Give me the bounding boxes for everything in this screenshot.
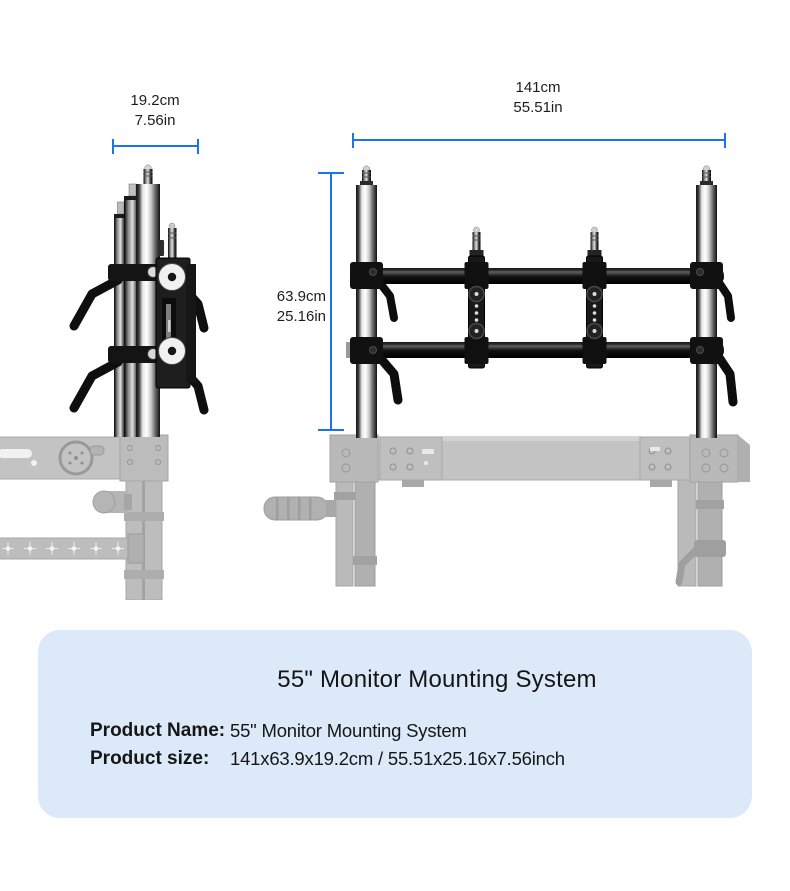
dimension-tick xyxy=(724,132,726,148)
product-info-card: 55" Monitor Mounting System Product Name… xyxy=(38,630,752,818)
product-name-label: Product Name: xyxy=(90,720,226,741)
rail-marker-dots xyxy=(5,546,121,551)
crossbars xyxy=(352,268,724,358)
front-view-illustration xyxy=(263,165,750,587)
depth-metric: 19.2cm xyxy=(130,92,180,109)
height-dimension-line xyxy=(318,172,344,431)
dimension-tick xyxy=(318,172,344,174)
ghost-cart-front xyxy=(263,434,750,587)
width-imperial: 55.51in xyxy=(513,99,563,116)
depth-dimension-line xyxy=(112,138,199,154)
width-dimension-line xyxy=(352,132,726,148)
product-size-label: Product size: xyxy=(90,748,210,769)
depth-imperial: 7.56in xyxy=(134,112,176,129)
dimension-tick xyxy=(197,138,199,154)
width-dimension-label: 141cm 55.51in xyxy=(458,78,618,118)
lever-handle xyxy=(69,357,123,413)
width-metric: 141cm xyxy=(515,79,561,96)
product-name-value: 55" Monitor Mounting System xyxy=(230,720,467,741)
dimension-tick xyxy=(352,132,354,148)
lever-handle xyxy=(69,275,123,331)
side-view-poles xyxy=(114,164,160,437)
height-imperial: 25.16in xyxy=(276,308,326,325)
dimension-tick xyxy=(318,429,344,431)
product-title: 55" Monitor Mounting System xyxy=(277,666,597,693)
ghost-cart-side xyxy=(0,434,169,600)
depth-dimension-label: 19.2cm 7.56in xyxy=(95,91,215,131)
pole-clamps xyxy=(346,262,738,407)
side-view-clamp-assembly xyxy=(69,222,209,415)
dimension-tick xyxy=(112,138,114,154)
height-metric: 63.9cm xyxy=(276,288,326,305)
product-size-value: 141x63.9x19.2cm / 55.51x25.16x7.56inch xyxy=(230,748,565,769)
monitor-mount-connectors xyxy=(464,226,607,369)
height-dimension-label: 63.9cm 25.16in xyxy=(236,287,326,327)
front-view-poles xyxy=(356,165,717,438)
side-view-illustration xyxy=(0,164,209,600)
